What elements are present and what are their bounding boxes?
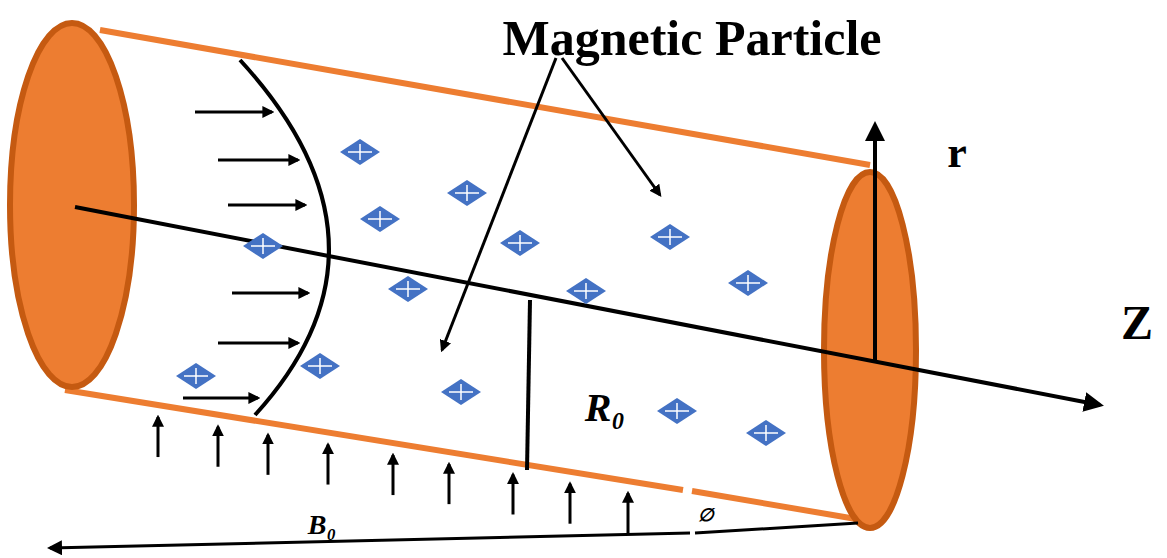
magnetic-particle — [340, 139, 380, 165]
flow-arrow — [183, 397, 258, 400]
tube-wall — [692, 491, 862, 520]
field-arrow — [512, 474, 515, 514]
symbol-label: r — [947, 131, 967, 175]
flow-arrows — [183, 112, 308, 398]
field-arrow — [217, 427, 220, 467]
field-arrow — [157, 417, 160, 457]
magnetic-particle — [728, 270, 768, 296]
magnetic-particle — [176, 363, 216, 389]
angle-line — [695, 523, 858, 533]
field-arrow — [327, 445, 330, 485]
symbol-label: R₀ — [585, 388, 626, 428]
leader-line — [562, 58, 660, 195]
magnetic-particle — [650, 224, 690, 250]
magnetic-particle — [746, 420, 786, 446]
magnetic-particles — [176, 139, 786, 446]
angle-label: ∅ — [698, 506, 714, 524]
field-arrow — [627, 493, 630, 533]
magnetic-particle — [441, 379, 481, 405]
magnetic-particle — [657, 398, 697, 424]
r-axis — [873, 125, 877, 362]
flow-arrow — [232, 292, 308, 295]
magnetic-particle — [243, 233, 283, 259]
radius-line — [527, 300, 530, 470]
field-arrow — [448, 464, 451, 504]
leader-line — [442, 58, 556, 350]
field-arrow — [392, 455, 395, 495]
magnetic-particle — [500, 230, 540, 256]
flow-arrow — [218, 159, 298, 162]
flow-arrow — [195, 111, 272, 114]
flow-arrow — [228, 204, 305, 207]
z-axis — [75, 207, 1100, 405]
flow-arrow — [218, 342, 298, 345]
magnetic-particle — [300, 353, 340, 379]
field-arrow — [569, 484, 572, 524]
tube-end — [10, 23, 134, 387]
callout-label: Magnetic Particle — [503, 13, 882, 63]
magnetic-particle — [388, 276, 428, 302]
magnetic-particle — [447, 180, 487, 206]
field-arrows — [158, 417, 628, 533]
field-arrow — [267, 435, 270, 475]
symbol-label: Z — [1121, 299, 1153, 347]
field-direction-line — [50, 533, 690, 548]
tube-end — [824, 172, 916, 528]
magnetic-particle — [360, 206, 400, 232]
symbol-label: B₀ — [306, 511, 338, 539]
magnetic-particle — [566, 278, 606, 304]
